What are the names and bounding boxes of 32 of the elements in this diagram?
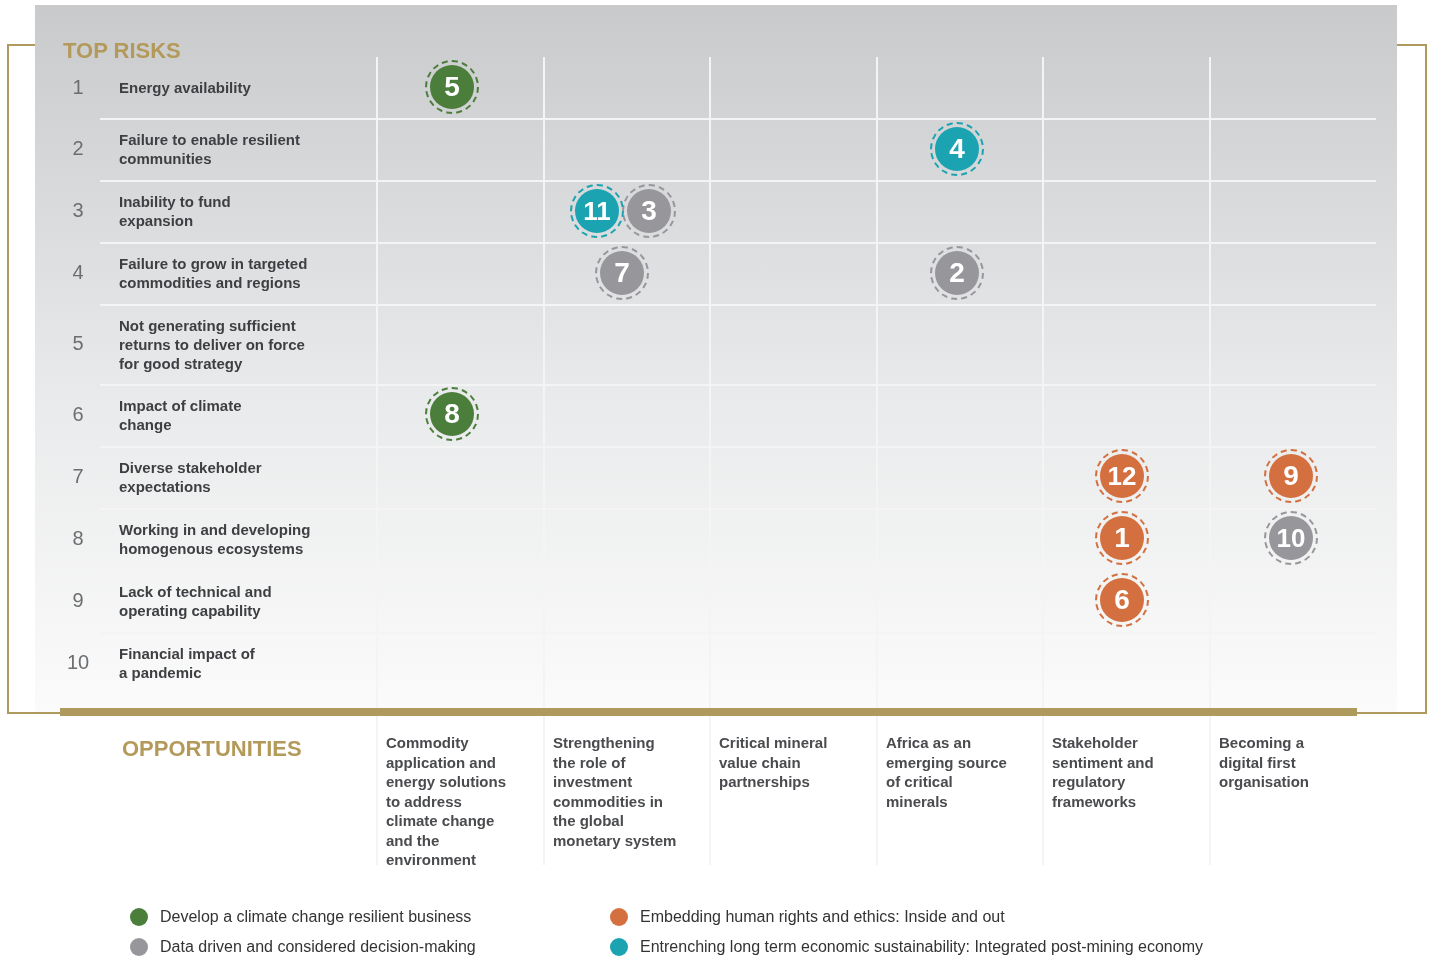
legend-label: Embedding human rights and ethics: Inside and out bbox=[640, 908, 1005, 926]
row-number: 1 bbox=[71, 75, 85, 99]
row-number: 7 bbox=[71, 465, 85, 488]
section-heading: TOP RISKS bbox=[63, 38, 181, 64]
row-number: 2 bbox=[71, 137, 85, 160]
row-number: 10 bbox=[65, 651, 91, 674]
legend-label: Develop a climate change resilient business bbox=[160, 908, 472, 926]
risk-label: Diverse stakeholder expectations bbox=[119, 458, 263, 496]
opportunity-label: Commodity application and energy solutions to address climate change and the environment bbox=[386, 733, 508, 870]
risk-label: Energy availability bbox=[119, 78, 252, 97]
row-number: 5 bbox=[71, 332, 85, 355]
row-number: 8 bbox=[71, 527, 85, 550]
risk-label: Lack of technical and operating capability bbox=[119, 582, 273, 620]
opportunity-label: Becoming a digital first organisation bbox=[1219, 733, 1310, 792]
row-number: 6 bbox=[71, 403, 85, 426]
legend-label: Data driven and considered decision-making bbox=[160, 938, 476, 956]
risk-label: Failure to enable resilient communities bbox=[119, 130, 301, 168]
opportunity-label: Stakeholder sentiment and regulatory frameworks bbox=[1052, 733, 1155, 811]
risk-label: Impact of climate change bbox=[119, 396, 243, 434]
risk-label: Financial impact of a pandemic bbox=[119, 644, 256, 682]
opportunity-label: Strengthening the role of investment commodities in the global monetary system bbox=[553, 733, 678, 850]
risk-label: Not generating sufficient returns to deliver on force for good strategy bbox=[119, 315, 306, 373]
risk-label: Inability to fund expansion bbox=[119, 192, 232, 230]
legend-label: Entrenching long term economic sustainability: Integrated post-mining economy bbox=[640, 938, 1203, 956]
risk-label: Failure to grow in targeted commodities and regions bbox=[119, 254, 309, 292]
row-number: 3 bbox=[71, 199, 85, 222]
row-number: 9 bbox=[71, 589, 85, 612]
opportunity-label: Africa as an emerging source of critical minerals bbox=[886, 733, 1008, 811]
opportunity-label: Critical mineral value chain partnerships bbox=[719, 733, 829, 792]
risk-label: Working in and developing homogenous ecosystems bbox=[119, 520, 312, 558]
row-number: 4 bbox=[71, 261, 85, 284]
section-heading: OPPORTUNITIES bbox=[122, 736, 302, 762]
